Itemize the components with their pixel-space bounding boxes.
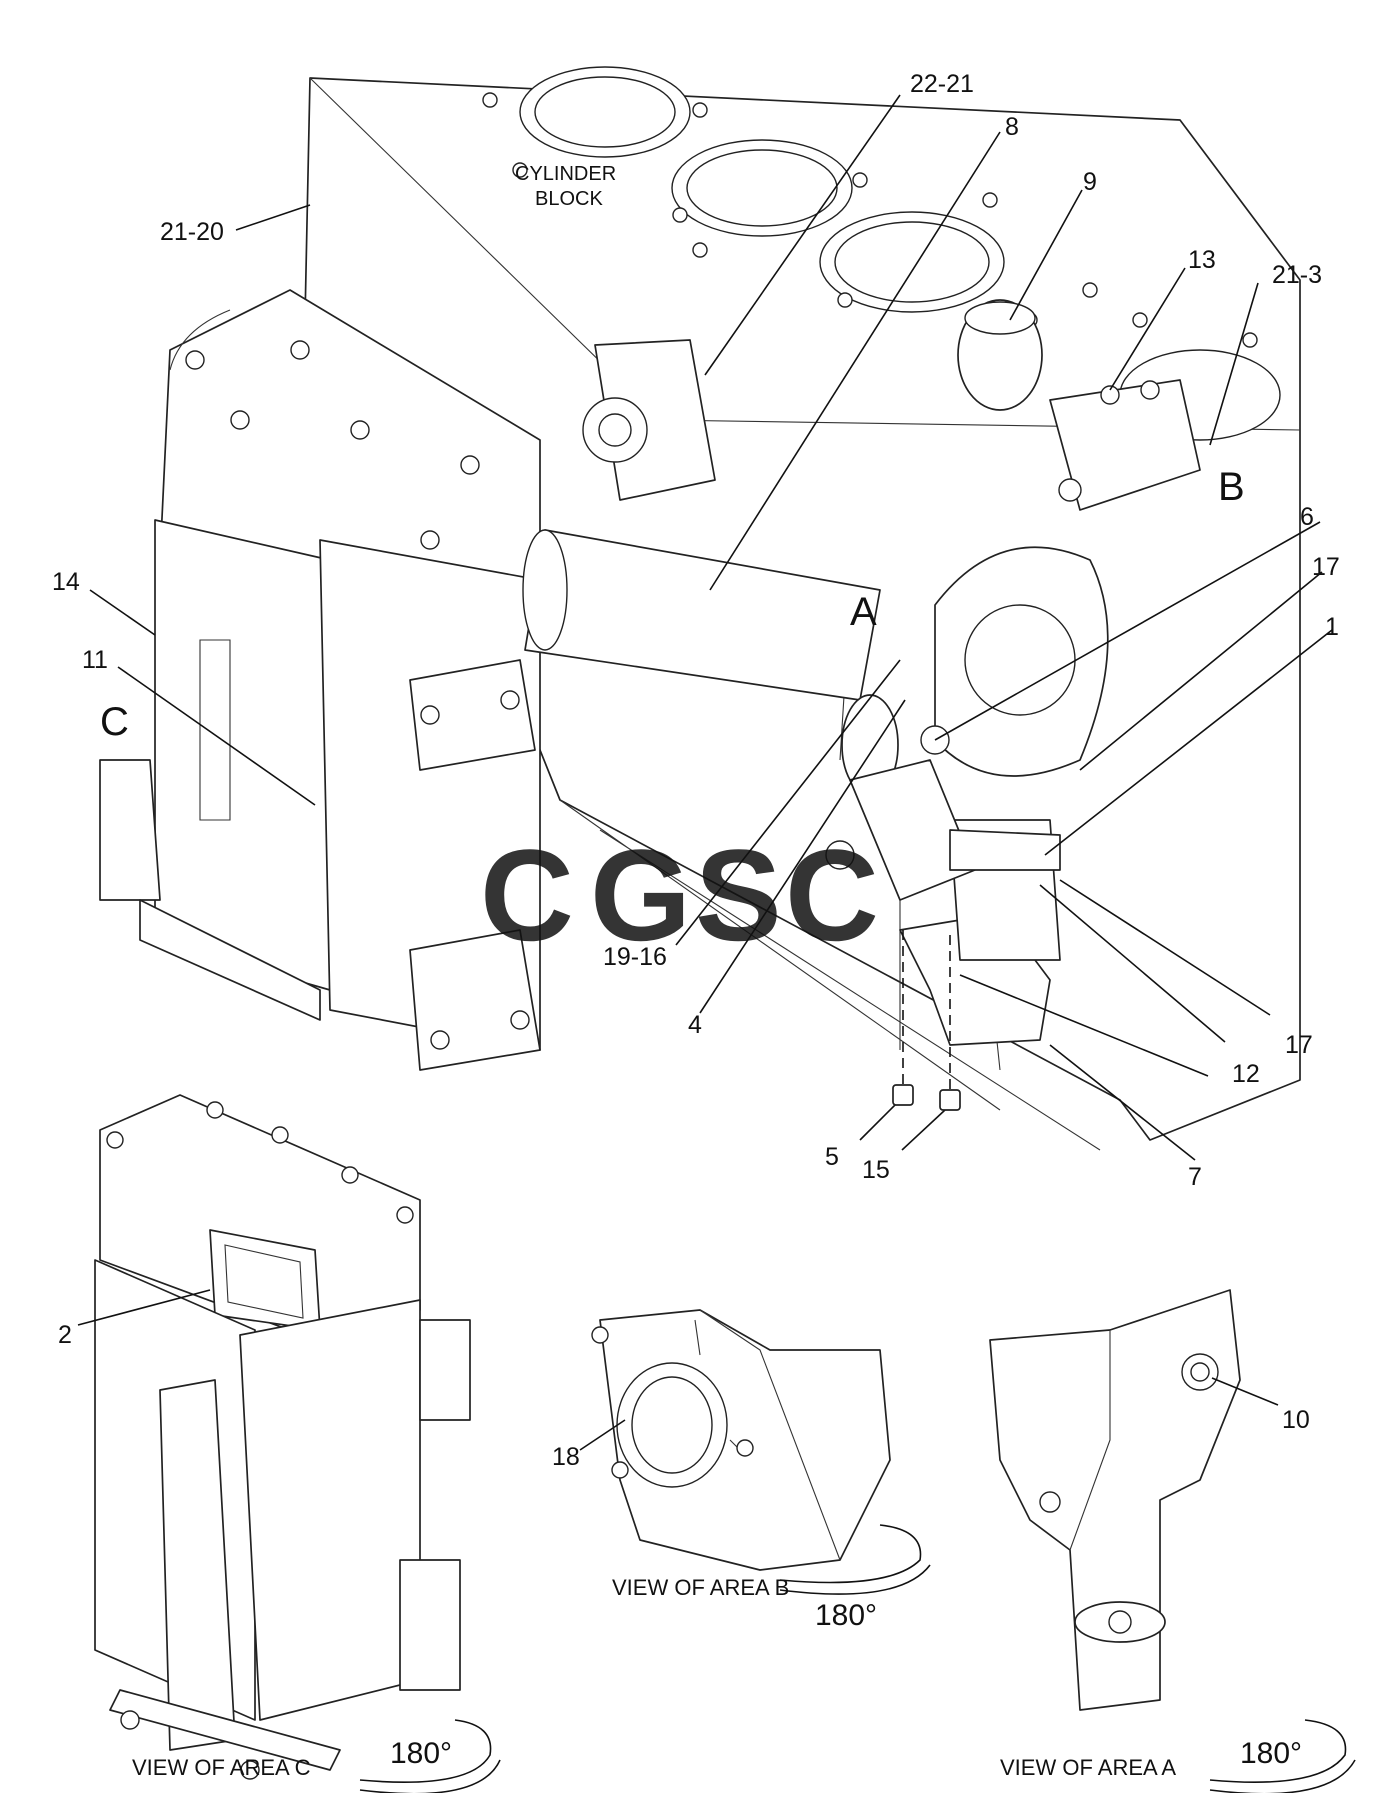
- callout-10: 10: [1282, 1406, 1310, 1434]
- rotation-arrows: [359, 1524, 1356, 1793]
- callout-2: 2: [58, 1321, 72, 1349]
- callout-5: 5: [825, 1143, 839, 1171]
- fastener-parts: [892, 1084, 961, 1111]
- cylinder-block-label-line1: CYLINDER: [515, 163, 616, 185]
- callout-area-a: A: [850, 590, 877, 634]
- callout-11: 11: [82, 646, 108, 674]
- watermark-letter-c1: C: [480, 822, 574, 968]
- callout-1: 1: [1325, 613, 1339, 641]
- callout-21-20: 21-20: [160, 218, 224, 246]
- view-area-a-drawing: [989, 1289, 1241, 1711]
- callout-14: 14: [52, 568, 80, 596]
- view-captions: VIEW OF AREA B 180° VIEW OF AREA C 180° …: [132, 1575, 1302, 1780]
- cgsc-watermark: C G S C: [480, 822, 879, 968]
- callout-17-bottom: 17: [1285, 1031, 1313, 1059]
- callout-21-3: 21-3: [1272, 261, 1322, 289]
- watermark-letter-g: G: [590, 822, 691, 968]
- caption-view-area-c: VIEW OF AREA C: [132, 1755, 311, 1780]
- view-area-c-drawing: [94, 1094, 471, 1780]
- callout-13: 13: [1188, 246, 1216, 274]
- caption-view-area-b: VIEW OF AREA B: [612, 1575, 789, 1600]
- callout-18: 18: [552, 1443, 580, 1471]
- callout-6: 6: [1300, 503, 1314, 531]
- callout-12: 12: [1232, 1060, 1260, 1088]
- callout-area-b: B: [1218, 465, 1245, 509]
- caption-view-area-a: VIEW OF AREA A: [1000, 1755, 1176, 1780]
- rotation-label-a: 180°: [1240, 1737, 1302, 1770]
- callout-8: 8: [1005, 113, 1019, 141]
- callout-4: 4: [688, 1011, 702, 1039]
- callout-22-21: 22-21: [910, 70, 974, 98]
- cylinder-block-label: CYLINDER BLOCK: [515, 163, 616, 210]
- callout-9: 9: [1083, 168, 1097, 196]
- rotation-label-c: 180°: [390, 1737, 452, 1770]
- callout-7: 7: [1188, 1163, 1202, 1191]
- cylinder-block-label-line2: BLOCK: [535, 188, 603, 210]
- view-area-b-drawing: [591, 1309, 891, 1571]
- callout-15: 15: [862, 1156, 890, 1184]
- callout-area-c: C: [100, 700, 129, 744]
- callout-19-16: 19-16: [603, 943, 667, 971]
- leader-lines: [77, 94, 1333, 1451]
- watermark-letter-c2: C: [785, 822, 879, 968]
- rotation-label-b: 180°: [815, 1599, 877, 1632]
- callout-17-top: 17: [1312, 553, 1340, 581]
- callout-labels: 22-21 8 9 13 21-3 21-20 B 6 17 1 14 11 C…: [52, 70, 1340, 1471]
- watermark-letter-s: S: [695, 822, 782, 968]
